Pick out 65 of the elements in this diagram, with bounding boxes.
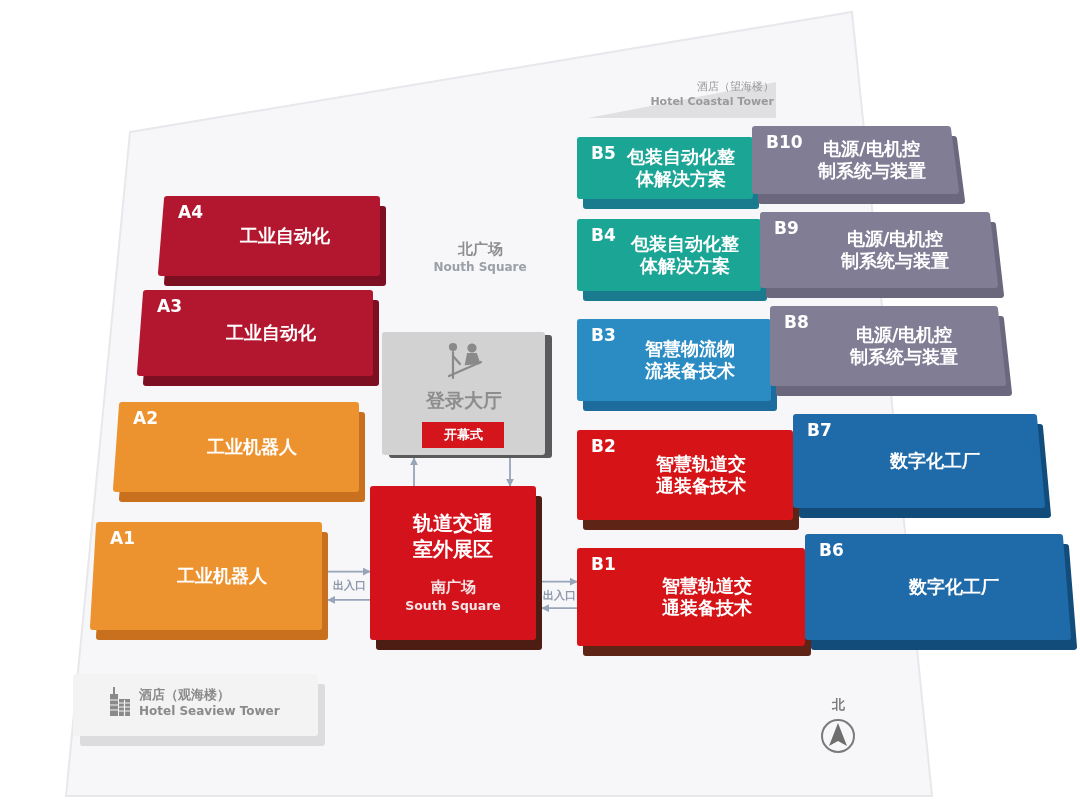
event-tag: 开幕式 [422, 422, 504, 448]
exhibition-hall-block [793, 414, 1051, 518]
booth-name: 电源/电机控制系统与装置 [816, 137, 927, 183]
booth-code: A4 [178, 202, 203, 222]
booth-name: 数字化工厂 [909, 575, 999, 599]
arrow [327, 567, 371, 576]
booth-name: 工业机器人 [177, 564, 267, 588]
hall-name: 登录大厅 [424, 388, 503, 413]
arrow [541, 604, 578, 613]
exhibition-hall-block [113, 402, 365, 502]
outdoor-exhibition-block [370, 486, 542, 650]
entrance-label: 出入口 [543, 588, 576, 603]
booth-code: B8 [784, 312, 809, 332]
booth-name: 智慧轨道交通装备技术 [655, 452, 747, 498]
booth-code: B2 [591, 436, 616, 456]
booth-name: 电源/电机控制系统与装置 [849, 323, 959, 369]
square-name: 南广场 [430, 578, 476, 597]
hotel-name-english: Hotel Seaview Tower [139, 704, 280, 718]
exhibition-hall-block [577, 137, 759, 209]
exhibition-hall-block [760, 212, 1004, 298]
exhibition-hall-block [577, 548, 811, 656]
booth-name: 工业自动化 [226, 321, 316, 345]
arrow [410, 457, 418, 487]
booth-code: B4 [591, 225, 616, 245]
booth-code: A2 [133, 408, 158, 428]
exhibition-hall-block [770, 306, 1012, 396]
booth-code: B5 [591, 143, 616, 163]
square-name-english: Nouth Square [433, 260, 527, 274]
exhibition-hall-block [90, 522, 328, 640]
booth-name: 智慧轨道交通装备技术 [661, 574, 753, 620]
north-label: 北 [831, 696, 845, 714]
arrow [506, 457, 514, 487]
exhibition-hall-block [577, 430, 799, 530]
hotel-location-panel [73, 674, 325, 746]
exhibition-hall-block [577, 319, 777, 411]
booth-code: B1 [591, 554, 616, 574]
booth-code: B6 [819, 540, 844, 560]
booth-code: B10 [766, 132, 803, 152]
booth-code: A1 [110, 528, 135, 548]
square-name-english: South Square [405, 598, 501, 613]
hotel-name-english: Hotel Coastal Tower [650, 95, 774, 108]
booth-name: 工业机器人 [207, 435, 297, 459]
booth-name: 包装自动化整体解决方案 [626, 145, 736, 191]
exhibition-hall-block [805, 534, 1077, 650]
exhibition-hall-block [137, 290, 379, 386]
hotel-name: 酒店（观海楼） [139, 686, 230, 704]
booth-code: B3 [591, 325, 616, 345]
booth-name: 数字化工厂 [890, 449, 980, 473]
booth-name: 工业自动化 [240, 224, 330, 248]
square-name: 北广场 [457, 240, 503, 259]
booth-code: A3 [157, 296, 182, 316]
entrance-label: 出入口 [333, 578, 366, 593]
hotel-name: 酒店（望海楼） [697, 80, 774, 94]
arrow [327, 595, 371, 604]
exhibition-hall-block [752, 126, 965, 204]
exhibition-hall-block [577, 219, 767, 301]
booth-name: 电源/电机控制系统与装置 [840, 227, 950, 273]
booth-code: B9 [774, 218, 799, 238]
booth-code: B7 [807, 420, 832, 440]
zone-name: 轨道交通室外展区 [411, 510, 494, 562]
exhibition-hall-block [158, 196, 386, 286]
registration-hall-block [382, 332, 552, 458]
arrow [541, 577, 578, 586]
booth-name: 智慧物流物流装备技术 [644, 337, 736, 383]
booth-name: 包装自动化整体解决方案 [630, 232, 740, 278]
